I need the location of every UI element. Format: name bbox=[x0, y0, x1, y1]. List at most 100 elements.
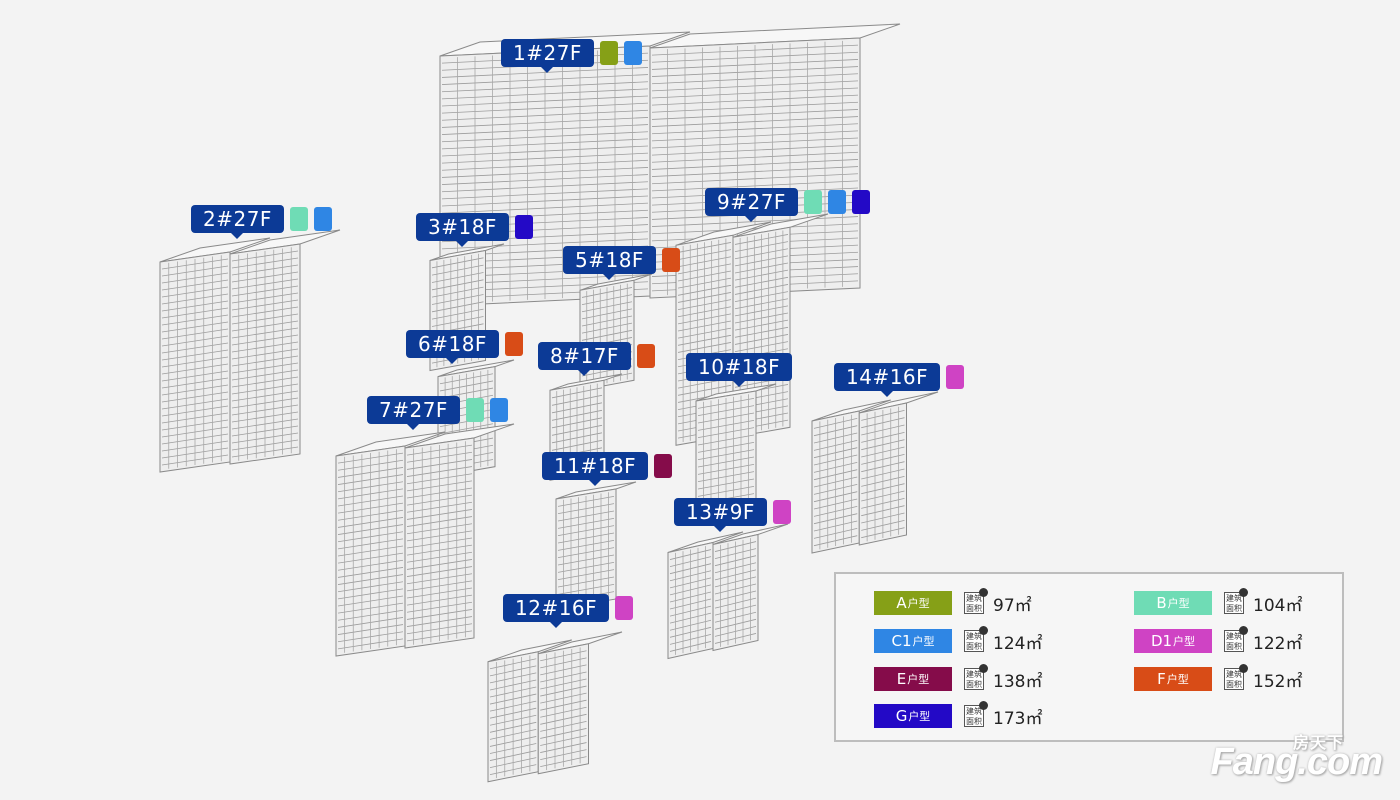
floor-area-icon: 建筑面积 bbox=[964, 588, 988, 614]
badge-dot-icon bbox=[979, 588, 988, 597]
building-tag-5[interactable]: 5#18F bbox=[563, 246, 680, 280]
area-icon-top-text: 建筑 bbox=[966, 632, 982, 641]
building-tag-8[interactable]: 8#17F bbox=[538, 342, 655, 376]
tower-drawing bbox=[159, 229, 341, 473]
area-icon-bottom-text: 面积 bbox=[966, 717, 982, 726]
unit-type-swatch-d bbox=[946, 365, 965, 389]
legend-letter: B bbox=[1156, 594, 1167, 612]
area-icon-top-text: 建筑 bbox=[1226, 632, 1242, 641]
area-icon-top-text: 建筑 bbox=[1226, 594, 1242, 603]
tower-drawing bbox=[439, 23, 901, 307]
building-tag-1[interactable]: 1#27F bbox=[501, 39, 642, 73]
legend-letter: C1 bbox=[891, 632, 912, 650]
legend-suffix: 户型 bbox=[1173, 635, 1196, 648]
building-10-massing bbox=[695, 380, 777, 529]
legend-letter: A bbox=[896, 594, 907, 612]
area-icon-bottom-text: 面积 bbox=[1226, 680, 1242, 689]
building-tag-13[interactable]: 13#9F bbox=[674, 498, 791, 532]
building-11-massing bbox=[555, 478, 637, 627]
area-icon-top-text: 建筑 bbox=[966, 594, 982, 603]
legend-suffix: 户型 bbox=[908, 710, 931, 723]
building-7-massing bbox=[335, 420, 515, 683]
building-2-massing bbox=[159, 226, 341, 499]
floor-area-icon: 建筑面积 bbox=[964, 664, 988, 690]
badge-dot-icon bbox=[979, 701, 988, 710]
building-tag-7[interactable]: 7#27F bbox=[367, 396, 508, 430]
building-14-massing bbox=[811, 388, 939, 568]
legend-letter: D1 bbox=[1150, 632, 1173, 650]
tower-drawing bbox=[487, 631, 623, 783]
badge-dot-icon bbox=[1239, 664, 1248, 673]
building-label: 8#17F bbox=[538, 342, 631, 376]
building-tag-2[interactable]: 2#27F bbox=[191, 205, 332, 239]
area-icon-bottom-text: 面积 bbox=[966, 680, 982, 689]
watermark-cn: 房天下 bbox=[1292, 735, 1344, 752]
legend-area: 122㎡ bbox=[1253, 633, 1303, 654]
floor-area-icon: 建筑面积 bbox=[964, 626, 988, 652]
building-tag-3[interactable]: 3#18F bbox=[416, 213, 533, 247]
unit-type-swatch-c bbox=[489, 398, 508, 422]
legend-area: 173㎡ bbox=[993, 708, 1043, 729]
building-label: 12#16F bbox=[503, 594, 610, 628]
fang-watermark: 房天下 Fang.com bbox=[1211, 735, 1383, 784]
badge-dot-icon bbox=[1239, 626, 1248, 635]
floor-area-icon: 建筑面积 bbox=[1224, 626, 1248, 652]
tower-drawing bbox=[555, 481, 637, 610]
tower-drawing bbox=[335, 423, 515, 657]
unit-type-swatch-e bbox=[654, 454, 673, 478]
unit-type-swatch-a bbox=[599, 41, 618, 65]
building-13-massing bbox=[667, 520, 789, 661]
unit-type-swatch-f bbox=[636, 344, 655, 368]
legend-area: 152㎡ bbox=[1253, 671, 1303, 692]
building-label: 10#18F bbox=[686, 353, 793, 387]
area-icon-bottom-text: 面积 bbox=[966, 642, 982, 651]
tower-drawing bbox=[811, 391, 939, 554]
building-tag-12[interactable]: 12#16F bbox=[503, 594, 634, 628]
building-tag-6[interactable]: 6#18F bbox=[406, 330, 523, 364]
legend-letter: E bbox=[896, 670, 907, 688]
floor-area-icon: 建筑面积 bbox=[1224, 588, 1248, 614]
legend-suffix: 户型 bbox=[907, 597, 930, 610]
unit-type-swatch-g bbox=[514, 215, 533, 239]
building-label: 9#27F bbox=[705, 188, 798, 222]
legend-area: 138㎡ bbox=[993, 671, 1043, 692]
building-label: 2#27F bbox=[191, 205, 284, 239]
building-12-massing bbox=[487, 628, 623, 796]
building-label: 1#27F bbox=[501, 39, 594, 73]
legend-suffix: 户型 bbox=[1167, 597, 1190, 610]
tower-drawing bbox=[695, 383, 777, 512]
unit-type-swatch-b bbox=[289, 207, 308, 231]
floor-area-icon: 建筑面积 bbox=[964, 701, 988, 727]
legend-area: 97㎡ bbox=[993, 595, 1032, 616]
building-tag-11[interactable]: 11#18F bbox=[542, 452, 673, 486]
building-label: 6#18F bbox=[406, 330, 499, 364]
building-tag-10[interactable]: 10#18F bbox=[686, 353, 798, 387]
building-label: 14#16F bbox=[834, 363, 941, 397]
unit-type-swatch-b bbox=[803, 190, 822, 214]
area-icon-top-text: 建筑 bbox=[1226, 670, 1242, 679]
legend-suffix: 户型 bbox=[907, 673, 930, 686]
unit-type-swatch-c bbox=[827, 190, 846, 214]
building-tag-9[interactable]: 9#27F bbox=[705, 188, 870, 222]
unit-type-swatch-g bbox=[851, 190, 870, 214]
building-label: 7#27F bbox=[367, 396, 460, 430]
area-icon-top-text: 建筑 bbox=[966, 707, 982, 716]
unit-type-swatch-d bbox=[772, 500, 791, 524]
building-tag-14[interactable]: 14#16F bbox=[834, 363, 965, 397]
tower-drawing bbox=[667, 523, 789, 660]
building-label: 11#18F bbox=[542, 452, 649, 486]
